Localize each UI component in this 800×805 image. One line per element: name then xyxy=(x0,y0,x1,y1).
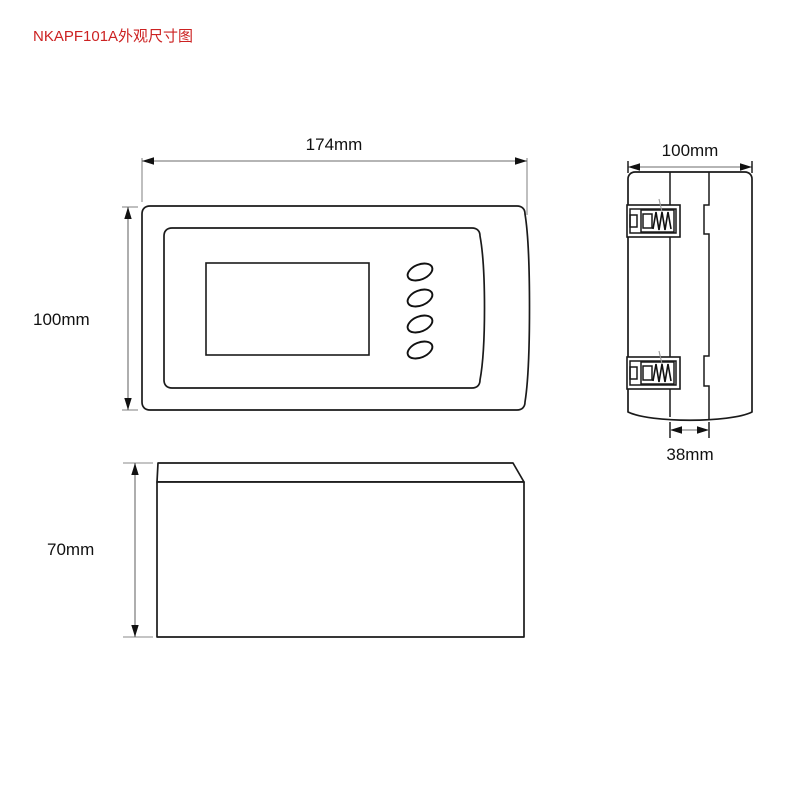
dimension-side-width: 100mm xyxy=(627,141,753,173)
arrow-right-icon xyxy=(740,163,752,171)
spring-clip-bottom xyxy=(626,350,681,390)
clip-tab xyxy=(629,366,638,380)
arrow-left-icon xyxy=(142,157,154,165)
front-button-2[interactable] xyxy=(405,286,435,310)
dimension-label-front-width: 174mm xyxy=(306,135,363,154)
arrow-right-icon xyxy=(697,426,709,434)
arrow-up-icon xyxy=(124,207,132,219)
clip-window xyxy=(640,209,675,233)
arrow-down-icon xyxy=(124,398,132,410)
spring-clip-top xyxy=(626,198,681,238)
display-screen xyxy=(205,262,370,356)
arrow-up-icon xyxy=(131,463,139,475)
clip-window xyxy=(640,361,675,385)
dimension-bottom-height: 70mm xyxy=(47,462,153,638)
clip-terminal xyxy=(642,213,653,229)
dimension-label-side-width: 100mm xyxy=(662,141,719,160)
page-title: NKAPF101A外观尺寸图 xyxy=(33,28,193,45)
arrow-left-icon xyxy=(670,426,682,434)
dimension-label-bottom-height: 70mm xyxy=(47,540,94,559)
side-divider-2 xyxy=(703,172,710,419)
arrow-down-icon xyxy=(131,625,139,637)
dimension-front-height: 100mm xyxy=(33,206,138,411)
front-view xyxy=(141,205,531,411)
front-button-1[interactable] xyxy=(405,260,435,284)
bottom-body-outline xyxy=(156,481,525,638)
front-button-3[interactable] xyxy=(405,312,435,336)
bottom-top-bevel xyxy=(156,462,525,483)
dimension-front-width: 174mm xyxy=(141,135,528,215)
clip-leader-line xyxy=(658,198,663,213)
side-view xyxy=(626,171,753,422)
front-button-4[interactable] xyxy=(405,338,435,362)
clip-leader-line xyxy=(658,350,663,365)
dimension-label-side-depth: 38mm xyxy=(666,445,713,464)
dimension-label-front-height: 100mm xyxy=(33,310,90,329)
dimension-side-depth: 38mm xyxy=(666,422,714,464)
bottom-view xyxy=(156,462,525,638)
arrow-left-icon xyxy=(628,163,640,171)
clip-tab xyxy=(629,214,638,228)
arrow-right-icon xyxy=(515,157,527,165)
clip-terminal xyxy=(642,365,653,381)
